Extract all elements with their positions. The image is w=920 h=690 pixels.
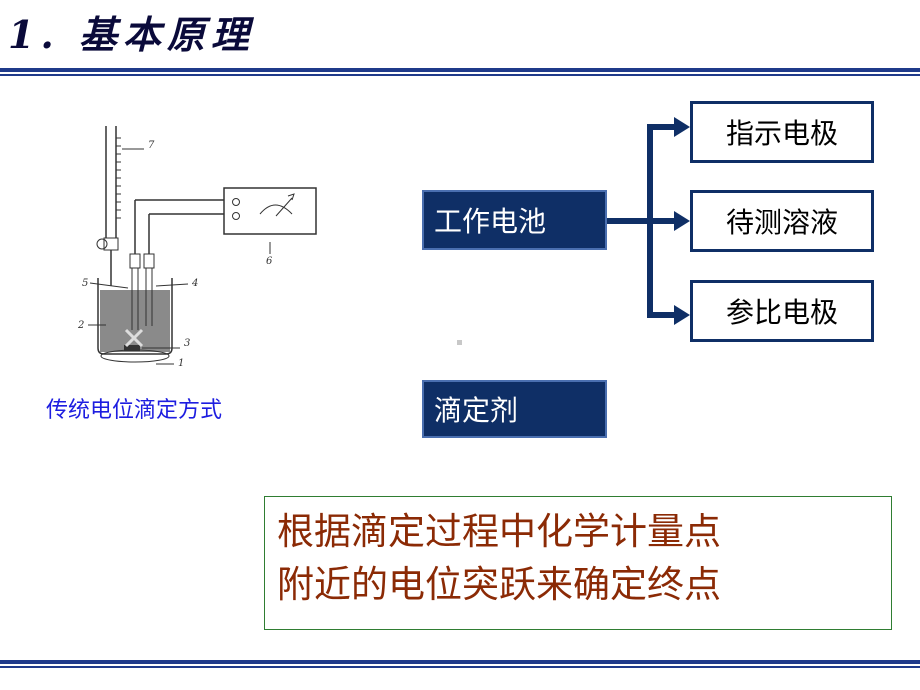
apparatus-caption: 传统电位滴定方式 <box>46 398 223 423</box>
footer-rule-thin <box>0 666 920 668</box>
principle-note-line-1: 根据滴定过程中化学计量点 <box>277 510 721 553</box>
slide-title: 1. 基本原理 <box>8 12 255 57</box>
potentiometer <box>223 187 317 235</box>
header-rule-thin <box>0 74 920 76</box>
working-cell-box: 工作电池 <box>422 190 607 250</box>
footer-rule-thick <box>0 660 920 664</box>
label-6: 6 <box>266 256 273 267</box>
label-1: 1 <box>178 358 184 369</box>
label-3: 3 <box>184 338 190 349</box>
electrodes <box>124 199 228 348</box>
principle-note-line-2: 附近的电位突跃来确定终点 <box>277 563 721 606</box>
label-2: 2 <box>77 320 84 331</box>
titration-apparatus-diagram: 7 6 5 4 2 3 1 <box>77 126 317 369</box>
branch-arrows <box>607 117 690 325</box>
decorative-dot <box>457 340 462 345</box>
burette <box>96 126 121 286</box>
test-solution-box: 待测溶液 <box>690 190 874 252</box>
titrant-box: 滴定剂 <box>422 380 607 438</box>
indicator-electrode-box: 指示电极 <box>690 101 874 163</box>
reference-electrode-box: 参比电极 <box>690 280 874 342</box>
beaker <box>97 278 173 363</box>
principle-note-box: 根据滴定过程中化学计量点 附近的电位突跃来确定终点 <box>264 496 892 630</box>
label-4: 4 <box>191 278 198 289</box>
header-rule-thick <box>0 68 920 72</box>
label-5: 5 <box>82 278 88 289</box>
label-7: 7 <box>148 140 155 151</box>
